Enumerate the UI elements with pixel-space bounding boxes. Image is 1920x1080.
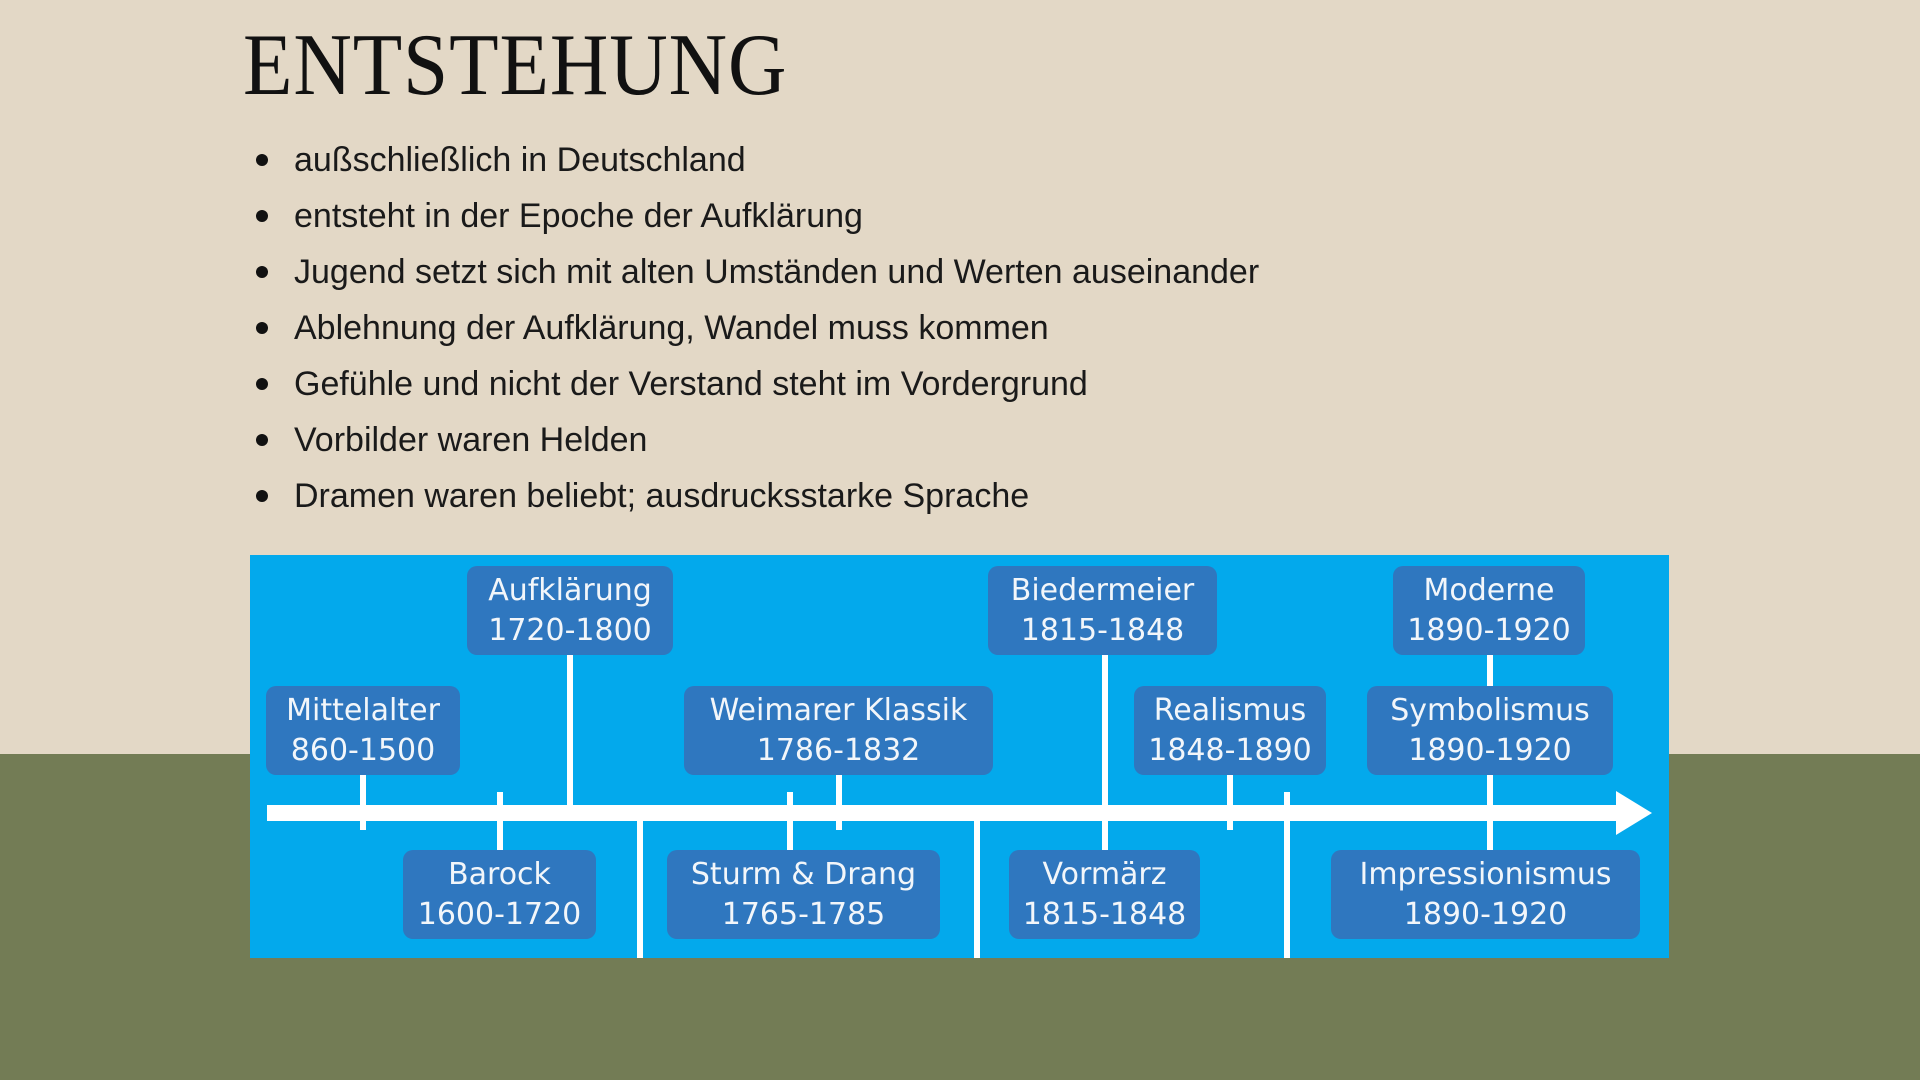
epoch-years: 1815-1848 <box>1020 612 1185 648</box>
bullet-text: Jugend setzt sich mit alten Umständen un… <box>294 252 1260 291</box>
bullet-text: Vorbilder waren Helden <box>294 420 648 459</box>
epoch-weimarer-klassik: Weimarer Klassik 1786-1832 <box>684 686 993 775</box>
arrow-right-icon <box>1616 791 1652 835</box>
divider-line <box>974 813 980 958</box>
connector-sturm <box>787 792 793 850</box>
epoch-years: 1848-1890 <box>1148 732 1312 768</box>
connector-realismus <box>1227 775 1233 830</box>
bullet-icon <box>256 378 268 390</box>
bullet-icon <box>256 490 268 502</box>
bullet-item: entsteht in der Epoche der Aufklärung <box>256 194 863 238</box>
epoch-vormaerz: Vormärz 1815-1848 <box>1009 850 1200 939</box>
epoch-name: Symbolismus <box>1390 692 1590 728</box>
epoch-name: Mittelalter <box>286 692 440 728</box>
epoch-name: Biedermeier <box>1010 572 1195 608</box>
bullet-item: Gefühle und nicht der Verstand steht im … <box>256 362 1088 406</box>
bullet-text: außschließlich in Deutschland <box>294 140 746 179</box>
epoch-impressionismus: Impressionismus 1890-1920 <box>1331 850 1640 939</box>
epoch-years: 1720-1800 <box>488 612 652 648</box>
epoch-name: Moderne <box>1423 572 1555 608</box>
bullet-item: Ablehnung der Aufklärung, Wandel muss ko… <box>256 306 1049 350</box>
epoch-years: 1890-1920 <box>1403 896 1568 932</box>
bullet-item: Vorbilder waren Helden <box>256 418 647 462</box>
bullet-text: entsteht in der Epoche der Aufklärung <box>294 196 863 235</box>
epoch-name: Sturm & Drang <box>690 856 917 892</box>
epoch-aufklaerung: Aufklärung 1720-1800 <box>467 566 673 655</box>
connector-mittelalter <box>360 775 366 830</box>
epoch-symbolismus: Symbolismus 1890-1920 <box>1367 686 1613 775</box>
epoch-name: Weimarer Klassik <box>709 692 968 728</box>
epoch-years: 1600-1720 <box>417 896 582 932</box>
epoch-years: 1786-1832 <box>756 732 921 768</box>
bullet-icon <box>256 434 268 446</box>
epoch-biedermeier: Biedermeier 1815-1848 <box>988 566 1217 655</box>
divider-line <box>637 813 643 958</box>
bullet-icon <box>256 154 268 166</box>
bullet-icon <box>256 322 268 334</box>
divider-line <box>1284 792 1290 958</box>
epoch-years: 1890-1920 <box>1407 612 1571 648</box>
epoch-name: Realismus <box>1153 692 1307 728</box>
epoch-years: 1815-1848 <box>1022 896 1187 932</box>
epoch-realismus: Realismus 1848-1890 <box>1134 686 1326 775</box>
epoch-moderne: Moderne 1890-1920 <box>1393 566 1585 655</box>
bullet-text: Ablehnung der Aufklärung, Wandel muss ko… <box>294 308 1049 347</box>
bullet-text: Dramen waren beliebt; ausdrucksstarke Sp… <box>294 476 1030 515</box>
epoch-name: Vormärz <box>1042 856 1167 892</box>
epoch-name: Impressionismus <box>1359 856 1612 892</box>
epoch-years: 1890-1920 <box>1408 732 1572 768</box>
epoch-mittelalter: Mittelalter 860-1500 <box>266 686 460 775</box>
epoch-name: Barock <box>448 856 551 892</box>
slide-title: ENTSTEHUNG <box>243 17 788 114</box>
bullet-item: außschließlich in Deutschland <box>256 138 746 182</box>
epoch-name: Aufklärung <box>488 572 652 608</box>
connector-barock <box>497 792 503 850</box>
epoch-years: 1765-1785 <box>721 896 886 932</box>
bullet-item: Jugend setzt sich mit alten Umständen un… <box>256 250 1259 294</box>
epoch-barock: Barock 1600-1720 <box>403 850 596 939</box>
bullet-item: Dramen waren beliebt; ausdrucksstarke Sp… <box>256 474 1029 518</box>
connector-biedermeier-vormaerz <box>1102 655 1108 850</box>
bullet-icon <box>256 210 268 222</box>
connector-aufklaerung <box>567 655 573 820</box>
timeline-axis <box>267 805 1637 821</box>
epoch-years: 860-1500 <box>290 732 436 768</box>
bullet-text: Gefühle und nicht der Verstand steht im … <box>294 364 1088 403</box>
bullet-icon <box>256 266 268 278</box>
connector-weimar <box>836 775 842 830</box>
epoch-sturm-und-drang: Sturm & Drang 1765-1785 <box>667 850 940 939</box>
